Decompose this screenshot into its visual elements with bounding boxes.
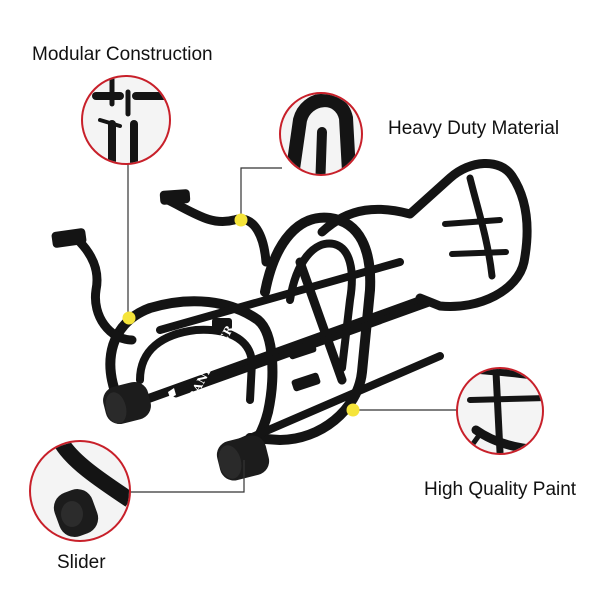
crash-bar-frame [51, 159, 532, 463]
callout-dot-icon [346, 403, 360, 417]
label-heavy-duty-material: Heavy Duty Material [388, 118, 560, 139]
callout-circle-icon [29, 440, 131, 542]
callout-dots [122, 213, 360, 417]
callout-dot-icon [122, 311, 136, 325]
callout-dot-icon [234, 213, 248, 227]
label-slider: Slider [57, 552, 106, 573]
callout-circle-icon [456, 367, 544, 455]
brand-logo-icon [168, 388, 176, 398]
callout-circle-icon [81, 75, 171, 165]
callout-circle-icon [279, 92, 363, 176]
slider-puck-right [216, 435, 270, 481]
label-high-quality-paint: High Quality Paint [424, 479, 577, 500]
label-modular-construction: Modular Construction [32, 44, 213, 65]
slider-puck-left [103, 381, 151, 425]
leader-lines [124, 163, 458, 493]
